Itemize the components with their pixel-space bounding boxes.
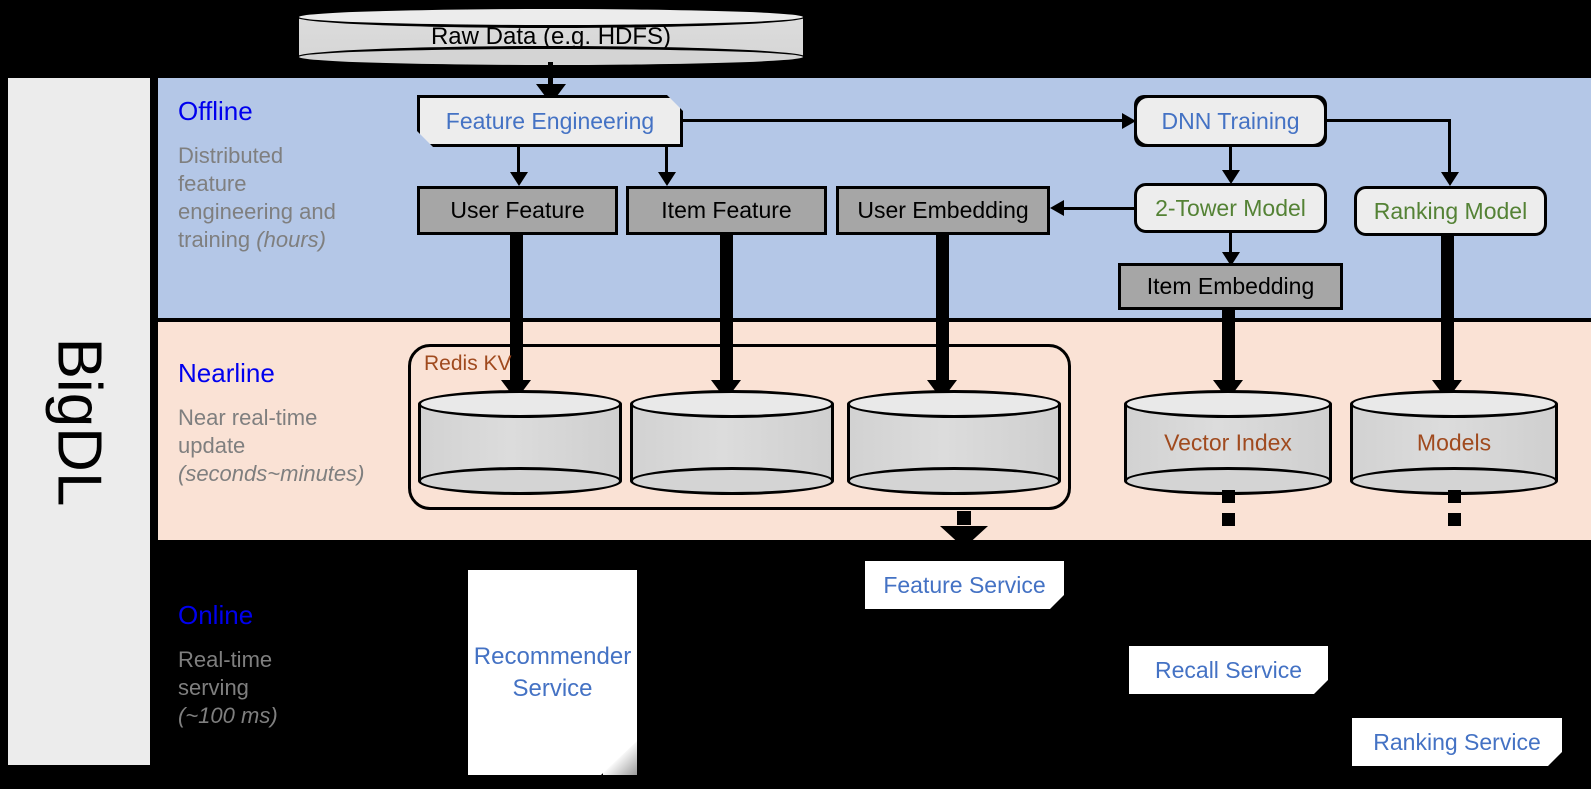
online-subtitle-emphasis: (~100 ms) [178, 703, 278, 729]
recommender-service-label: Recommender Service [474, 641, 631, 703]
online-subtitle-line2: serving [178, 675, 249, 701]
node-feature-service[interactable]: Feature Service [865, 561, 1064, 609]
store-user-embedding-top [847, 390, 1061, 418]
connector-2tower-to-item-embedding [1229, 233, 1232, 259]
ranking-service-label: Ranking Service [1373, 728, 1541, 755]
connector-rawdata-to-fe [548, 62, 553, 92]
node-dnn-training[interactable]: DNN Training [1134, 95, 1327, 147]
feature-service-label: Feature Service [883, 571, 1046, 598]
node-item-embedding[interactable]: Item Embedding [1118, 263, 1343, 310]
arrow-dnn-to-ranking [1441, 172, 1459, 186]
offline-subtitle-emphasis: (hours) [256, 227, 326, 253]
node-ranking-service[interactable]: Ranking Service [1352, 718, 1562, 766]
models-top [1350, 390, 1558, 418]
node-ranking-model[interactable]: Ranking Model [1354, 186, 1547, 236]
store-item-feature-top [630, 390, 834, 418]
offline-subtitle-line3: engineering and [178, 199, 336, 225]
node-2-tower-model[interactable]: 2-Tower Model [1134, 183, 1327, 233]
recall-service-label: Recall Service [1155, 656, 1302, 683]
bigdl-label: BigDL [44, 337, 114, 506]
connector-dot-models-a [1448, 490, 1461, 503]
pipe-item-embedding-to-vector-index [1222, 309, 1235, 386]
connector-2tower-to-user-embedding [1064, 207, 1136, 210]
store-user-feature-top [418, 390, 622, 418]
node-user-feature[interactable]: User Feature [417, 186, 618, 235]
bigdl-rail: BigDL [8, 78, 150, 765]
connector-fe-to-user-feature [517, 147, 520, 175]
connector-dnn-to-ranking-h [1327, 119, 1451, 122]
node-user-embedding[interactable]: User Embedding [836, 186, 1050, 235]
connector-dot-models-b [1448, 513, 1461, 526]
user-feature-label: User Feature [450, 197, 585, 223]
connector-fe-to-dnn [683, 119, 1125, 122]
nearline-subtitle-emphasis: (seconds~minutes) [178, 461, 365, 487]
arrow-fe-to-dnn [1122, 113, 1136, 129]
models-label: Models [1416, 429, 1492, 455]
connector-dot-redis-to-feature-service [957, 511, 971, 525]
nearline-subtitle: Near real-time update (seconds~minutes) [178, 404, 403, 488]
node-recall-service[interactable]: Recall Service [1129, 646, 1328, 694]
raw-data-top [296, 6, 806, 28]
feature-engineering-label: Feature Engineering [445, 107, 655, 134]
user-embedding-label: User Embedding [857, 197, 1029, 223]
connector-dnn-to-2tower [1229, 147, 1232, 175]
raw-data-label: Raw Data (e.g. HDFS) [430, 23, 672, 50]
recommender-service-fold-icon [601, 741, 637, 775]
item-embedding-label: Item Embedding [1146, 273, 1315, 299]
store-user-embedding-bottom [847, 467, 1061, 495]
feature-service-fold-icon [1050, 595, 1064, 609]
models-cylinder[interactable]: Models [1350, 390, 1558, 495]
store-item-feature-cylinder[interactable] [630, 390, 834, 495]
dnn-training-label: DNN Training [1161, 107, 1300, 134]
redis-kv-label: Redis KV [424, 352, 512, 375]
offline-subtitle-line4: training [178, 227, 257, 253]
recall-service-fold-icon [1314, 680, 1328, 694]
node-feature-engineering[interactable]: Feature Engineering [417, 95, 683, 147]
arrow-fe-to-item-feature [658, 172, 676, 186]
connector-fe-to-item-feature [665, 147, 668, 175]
store-user-embedding-cylinder[interactable] [847, 390, 1061, 495]
offline-subtitle-line2: feature [178, 171, 247, 197]
nearline-subtitle-line2: update [178, 433, 246, 459]
connector-dot-vector-index-b [1222, 513, 1235, 526]
vector-index-label: Vector Index [1164, 429, 1292, 455]
recommender-service-label-line2: Service [512, 674, 593, 702]
nearline-title: Nearline [178, 358, 275, 388]
pipe-user-embedding-to-store [936, 234, 949, 386]
arrow-fe-to-user-feature [510, 172, 528, 186]
store-user-feature-cylinder[interactable] [418, 390, 622, 495]
vector-index-top [1124, 390, 1332, 418]
ranking-model-label: Ranking Model [1373, 197, 1528, 224]
connector-dnn-to-ranking-v [1448, 119, 1451, 176]
2-tower-model-label: 2-Tower Model [1155, 194, 1306, 221]
store-user-feature-bottom [418, 467, 622, 495]
node-item-feature[interactable]: Item Feature [626, 186, 827, 235]
offline-title: Offline [178, 96, 253, 126]
node-recommender-service[interactable]: Recommender Service [468, 570, 637, 775]
online-title: Online [178, 600, 254, 630]
item-feature-label: Item Feature [661, 197, 792, 223]
vector-index-cylinder[interactable]: Vector Index [1124, 390, 1332, 495]
offline-subtitle: Distributed feature engineering and trai… [178, 142, 388, 255]
raw-data-cylinder: Raw Data (e.g. HDFS) [296, 6, 806, 68]
arrow-redis-to-feature-service [940, 526, 988, 548]
store-item-feature-bottom [630, 467, 834, 495]
offline-subtitle-line1: Distributed [178, 143, 284, 168]
connector-dot-vector-index-a [1222, 490, 1235, 503]
arrow-2tower-to-user-embedding [1050, 200, 1064, 216]
recommender-service-label-line1: Recommender [473, 643, 632, 671]
redis-kv-group [408, 344, 1071, 510]
pipe-ranking-model-to-models [1441, 234, 1454, 386]
arrow-dnn-to-2tower [1222, 170, 1240, 184]
nearline-subtitle-line1: Near real-time [178, 405, 318, 430]
ranking-service-fold-icon [1548, 752, 1562, 766]
pipe-item-feature-to-store [720, 234, 733, 386]
pipe-user-feature-to-store [510, 234, 523, 386]
arrow-2tower-to-item-embedding [1222, 252, 1240, 266]
online-subtitle-line1: Real-time [178, 647, 273, 672]
online-subtitle: Real-time serving (~100 ms) [178, 646, 393, 730]
